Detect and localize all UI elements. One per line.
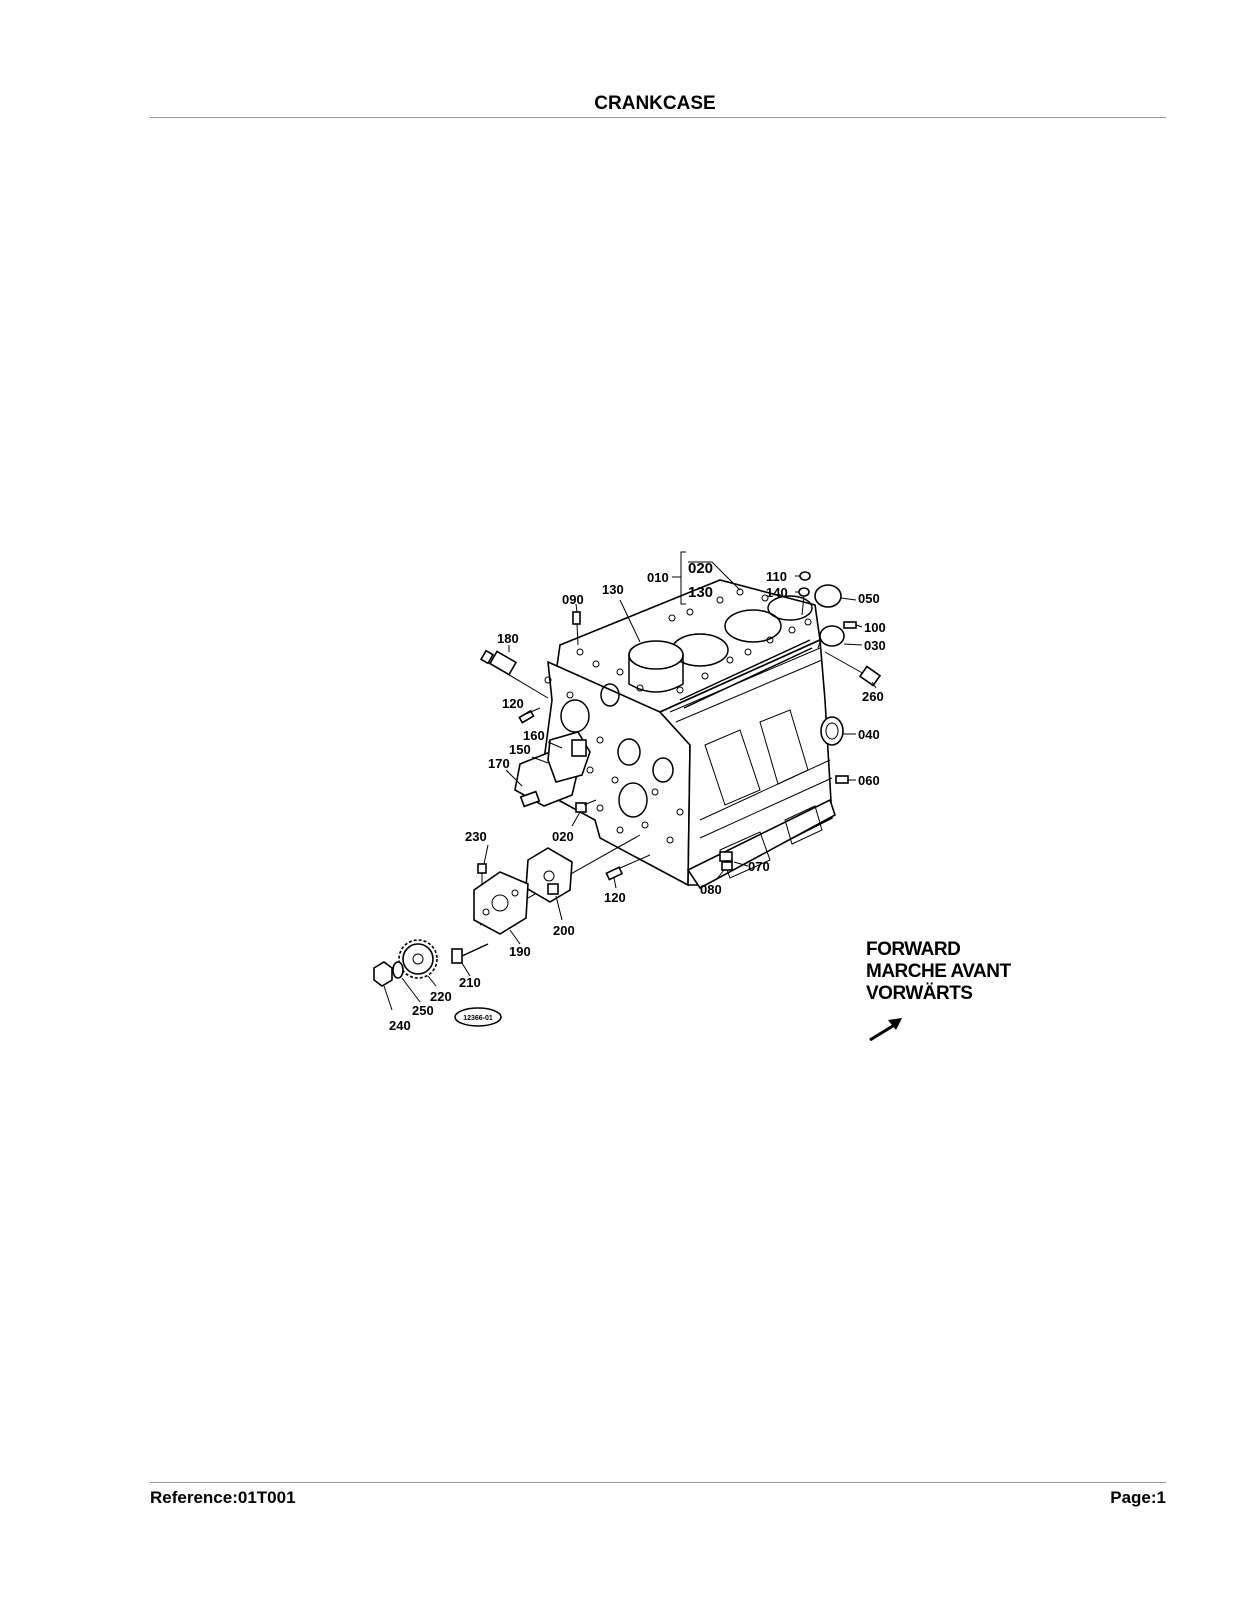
callout-170: 170 bbox=[488, 756, 510, 771]
cover-050-icon bbox=[814, 584, 842, 608]
cover-030-icon bbox=[819, 625, 845, 647]
callout-130: 130 bbox=[602, 582, 624, 597]
callout-150: 150 bbox=[509, 742, 531, 757]
callout-260: 260 bbox=[862, 689, 884, 704]
callout-190: 190 bbox=[509, 944, 531, 959]
header-rule bbox=[150, 117, 1166, 118]
forward-label-en: FORWARD bbox=[866, 939, 960, 960]
drawing-number-stamp: 12366-01 bbox=[454, 1007, 502, 1027]
callout-180: 180 bbox=[497, 631, 519, 646]
callout-140: 140 bbox=[766, 585, 788, 600]
stamp-text: 12366-01 bbox=[463, 1015, 493, 1022]
oil-pump-assembly bbox=[373, 834, 641, 987]
nut-240-icon bbox=[373, 961, 393, 987]
callout-120: 120 bbox=[502, 696, 524, 711]
washer-250-icon bbox=[392, 961, 404, 979]
callout-240: 240 bbox=[389, 1018, 411, 1033]
callout-230: 230 bbox=[465, 829, 487, 844]
bolt-210-icon bbox=[451, 943, 489, 964]
pin-100-icon bbox=[843, 621, 857, 629]
callout-200: 200 bbox=[553, 923, 575, 938]
callout-250: 250 bbox=[412, 1003, 434, 1018]
callout-110: 110 bbox=[766, 569, 787, 584]
plug-080-icon bbox=[721, 861, 733, 871]
callout-010: 010 bbox=[647, 570, 669, 585]
plug-110-icon bbox=[799, 571, 811, 581]
plug-060-icon bbox=[835, 775, 849, 784]
sensor-260-icon bbox=[824, 651, 882, 687]
plug-070-icon bbox=[719, 851, 733, 862]
dowel-090-icon bbox=[572, 611, 581, 625]
pin-230-icon bbox=[477, 863, 487, 874]
callout-090: 090 bbox=[562, 592, 584, 607]
callout-030: 030 bbox=[864, 638, 886, 653]
reference-label: Reference:01T001 bbox=[150, 1488, 296, 1507]
forward-arrow-icon bbox=[869, 1018, 902, 1042]
callout-040: 040 bbox=[858, 727, 880, 742]
callout-100: 100 bbox=[864, 620, 886, 635]
plug-020-icon bbox=[575, 802, 587, 813]
forward-direction-indicator: FORWARD MARCHE AVANT VORWÄRTS bbox=[866, 939, 1012, 1042]
callout-220: 220 bbox=[430, 989, 452, 1004]
pin-120-icon bbox=[518, 709, 535, 724]
crankcase-block bbox=[539, 579, 836, 890]
callout-020: 020 bbox=[552, 829, 574, 844]
callout-labels: 010 020 130 130 090 180 110 140 050 100 … bbox=[389, 560, 886, 1033]
callout-060: 060 bbox=[858, 773, 880, 788]
leader-lines bbox=[383, 551, 877, 1011]
callout-070: 070 bbox=[748, 859, 770, 874]
cover-150-icon bbox=[514, 731, 591, 807]
pin-120b-icon bbox=[605, 866, 624, 881]
plug-180-icon bbox=[479, 649, 549, 699]
callout-050: 050 bbox=[858, 591, 880, 606]
small-parts bbox=[479, 571, 882, 881]
callout-210: 210 bbox=[459, 975, 481, 990]
bolt-170-icon bbox=[519, 790, 541, 808]
gear-220-icon bbox=[398, 939, 438, 979]
callout-080: 080 bbox=[700, 882, 722, 897]
forward-label-de: VORWÄRTS bbox=[866, 983, 972, 1004]
callout-120b: 120 bbox=[604, 890, 626, 905]
page-title: CRANKCASE bbox=[594, 93, 716, 114]
footer-rule bbox=[150, 1482, 1166, 1483]
seal-040-icon bbox=[820, 716, 844, 746]
page-number: Page:1 bbox=[1110, 1488, 1166, 1507]
callout-020-kit: 020 bbox=[688, 560, 713, 577]
callout-130-kit: 130 bbox=[688, 584, 713, 601]
callout-160: 160 bbox=[523, 728, 545, 743]
forward-label-fr: MARCHE AVANT bbox=[866, 961, 1011, 982]
plug-140-icon bbox=[798, 587, 810, 597]
